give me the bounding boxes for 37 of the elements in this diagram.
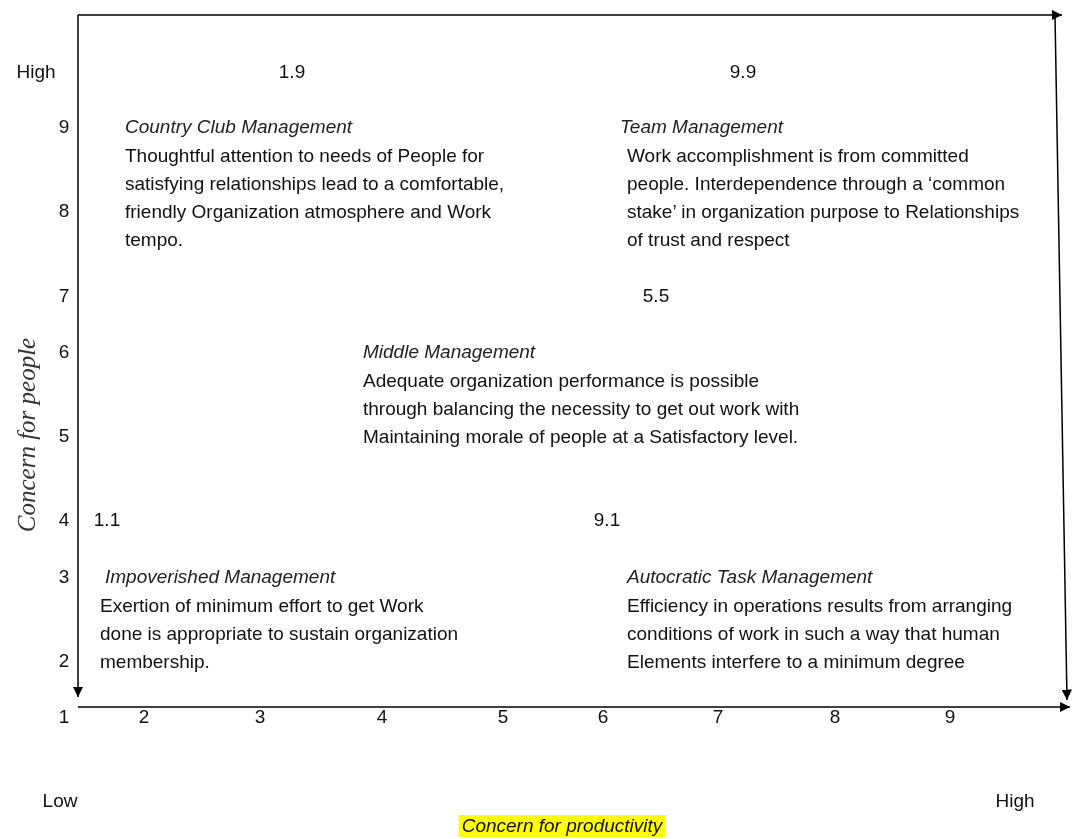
tick-label: 8 [58,199,70,223]
axis-end-label: High [995,789,1035,813]
tick-label: 8 [829,705,841,729]
style-description: Adequate organization performance is possible through balancing the necessity to get out work with Maintaining morale of people at a Satisfactory level. [363,369,801,449]
tick-label: 9 [58,115,70,139]
style-description: Thoughtful attention to needs of People for satisfying relationships lead to a comfortable, friendly Organization atmosphere and Work tempo. [125,144,506,252]
axis-end-label: Low [42,789,78,813]
tick-label: 7 [58,284,70,308]
grid-point-label: 1.1 [93,508,121,532]
style-description: Efficiency in operations results from arranging conditions of work in such a way that human Elements interfere to a minimum degree [627,594,1014,674]
axis-end-label: High [16,60,56,84]
style-heading: Impoverished Management [105,565,336,589]
tick-label: 5 [497,705,509,729]
tick-label: 3 [58,565,70,589]
axis-title: Concern for people [13,337,41,533]
tick-label: 5 [58,424,70,448]
tick-label: 6 [597,705,609,729]
style-heading: Country Club Management [125,115,353,139]
grid-point-label: 1.9 [278,60,306,84]
tick-label: 6 [58,340,70,364]
grid-point-label: 9.9 [729,60,757,84]
tick-label: 4 [376,705,388,729]
tick-label: 2 [58,649,70,673]
tick-label: 7 [712,705,724,729]
axis-title: Concern for productivity [458,815,666,837]
style-description: Exertion of minimum effort to get Work done is appropriate to sustain organization membership. [100,594,460,674]
style-heading: Middle Management [363,340,536,364]
tick-label: 3 [254,705,266,729]
grid-point-label: 5.5 [642,284,670,308]
style-heading: Autocratic Task Management [627,565,873,589]
tick-label: 2 [138,705,150,729]
style-description: Work accomplishment is from committed people. Interdependence through a ‘common stake’ in organization purpose to Relationships of trust and respect [627,144,1021,252]
grid-point-label: 9.1 [593,508,621,532]
style-heading: Team Management [620,115,783,139]
tick-label: 9 [944,705,956,729]
tick-label: 1 [58,705,70,729]
tick-label: 4 [58,508,70,532]
